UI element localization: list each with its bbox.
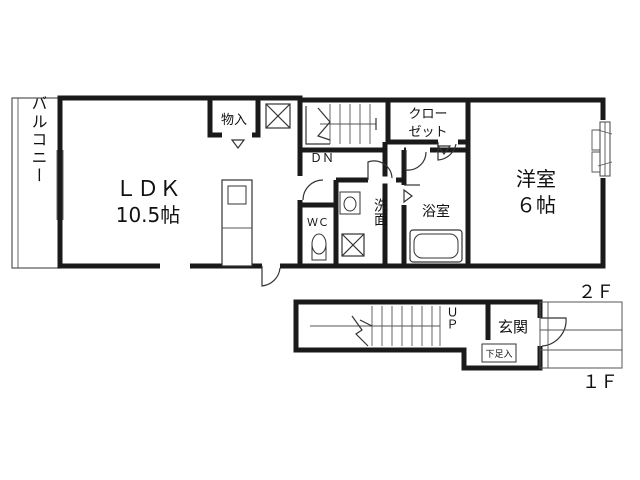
washing-machine-symbol bbox=[341, 233, 365, 257]
closet-label-line2: ゼット bbox=[408, 125, 447, 140]
balcony-label: バルコニー bbox=[29, 95, 48, 185]
ldk-size: 10.5帖 bbox=[116, 203, 181, 227]
storage-door-marker bbox=[230, 139, 246, 149]
entrance-label: 玄関 bbox=[498, 318, 528, 336]
wc-label: ＷＣ bbox=[307, 216, 329, 229]
floor-2-label: ２Ｆ bbox=[578, 282, 614, 303]
stairs-up-label: ＵＰ bbox=[445, 306, 459, 330]
storage-label: 物入 bbox=[221, 113, 247, 128]
door-swings bbox=[261, 142, 457, 287]
shoe-cabinet bbox=[481, 343, 517, 363]
western-room-window bbox=[591, 121, 613, 177]
closet-door-marker bbox=[436, 145, 452, 155]
bathroom-door-marker bbox=[403, 188, 413, 204]
closet-label-line1: クロー bbox=[408, 107, 447, 122]
ldk-label: ＬＤＫ bbox=[115, 177, 181, 202]
western-room-label: 洋室 bbox=[516, 167, 556, 191]
shoe-cabinet-label: 下足入 bbox=[485, 349, 512, 360]
stairs-2f bbox=[305, 104, 380, 145]
entrance-porch bbox=[539, 301, 623, 369]
toilet bbox=[311, 233, 327, 261]
bathtub bbox=[409, 229, 463, 263]
floor-2: バルコニー ＬＤＫ 10.5帖 物入 クロー ゼット ＤＮ 洋室 ６帖 ＷＣ 洗… bbox=[11, 95, 614, 303]
washroom-label: 洗面 bbox=[372, 198, 388, 226]
floor-1: ＵＰ 玄関 下足入 １Ｆ bbox=[293, 299, 623, 393]
bathroom-label: 浴室 bbox=[422, 203, 450, 220]
western-room-size: ６帖 bbox=[516, 193, 556, 217]
stairs-1f bbox=[310, 306, 441, 347]
stairs-dn-label: ＤＮ bbox=[310, 151, 334, 165]
balcony-outline bbox=[11, 97, 61, 269]
entrance-door-swing bbox=[540, 317, 567, 347]
floor-1-label: １Ｆ bbox=[582, 372, 618, 393]
storage-shelf-symbol bbox=[265, 103, 291, 129]
interior-walls bbox=[207, 98, 471, 266]
washbasin bbox=[339, 191, 361, 215]
kitchen-counter bbox=[221, 179, 253, 267]
